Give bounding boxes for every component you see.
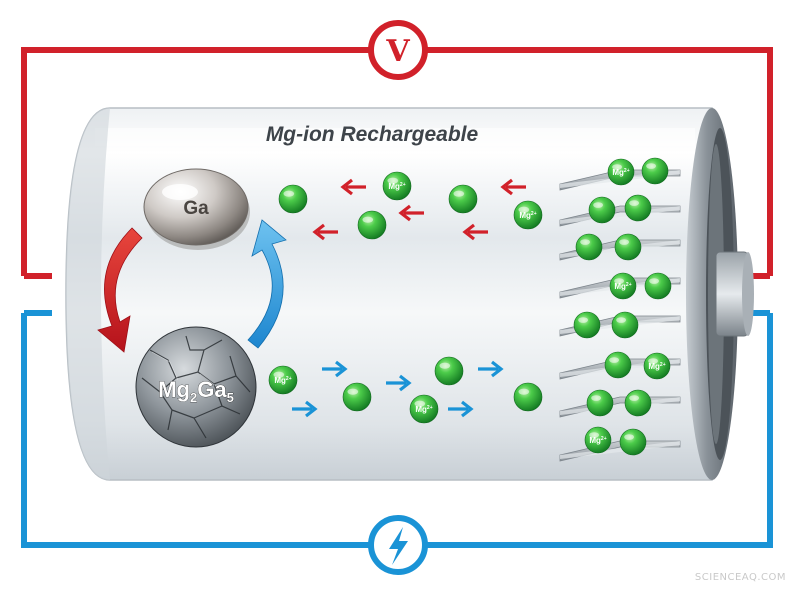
left-arrow-icon: [312, 223, 338, 241]
left-arrow-icon: [398, 204, 424, 222]
mg-ion: [278, 184, 308, 214]
mg-ion-labeled: Mg2+: [268, 365, 298, 395]
blue-flow-arrows: [292, 360, 504, 418]
voltmeter-symbol: V: [368, 20, 428, 80]
voltmeter-label: V: [385, 34, 410, 69]
right-arrow-icon: [448, 400, 474, 418]
mg-ion-labeled: Mg2+: [643, 352, 671, 380]
mg-ion: [604, 351, 632, 379]
mg-ion-labeled: Mg2+: [609, 272, 637, 300]
red-flow-arrows: [312, 178, 526, 241]
mg-ion: [573, 311, 601, 339]
mg-ion: [513, 382, 543, 412]
right-arrow-icon: [292, 400, 318, 418]
mg-ion-labeled: Mg2+: [382, 171, 412, 201]
gallium-label: Ga: [183, 198, 209, 219]
ion-charge: 2+: [660, 362, 666, 368]
mg-ion: [641, 157, 669, 185]
mg-ion: [619, 428, 647, 456]
ion-charge: 2+: [624, 168, 630, 174]
left-arrow-icon: [500, 178, 526, 196]
right-arrow-icon: [478, 360, 504, 378]
ion-label: Mg2+: [415, 405, 432, 414]
alloy-sphere: Mg2Ga5: [135, 326, 257, 448]
left-arrow-icon: [340, 178, 366, 196]
discharge-curved-arrow: [97, 227, 143, 353]
battery-terminal: [715, 251, 754, 337]
right-arrow-icon: [322, 360, 348, 378]
mg-ion: [575, 233, 603, 261]
ion-label: Mg2+: [589, 436, 606, 445]
ion-label: Mg2+: [648, 362, 665, 371]
ion-label: Mg2+: [612, 168, 629, 177]
mg-ion: [611, 311, 639, 339]
gallium-droplet: Ga: [143, 168, 250, 250]
battery-title: Mg-ion Rechargeable: [266, 123, 479, 146]
ion-label: Mg2+: [388, 182, 405, 191]
alloy-subscript-2: 5: [227, 390, 234, 405]
mg-ion-labeled: Mg2+: [513, 200, 543, 230]
lightning-bolt-icon: [368, 515, 428, 575]
mg-ion: [357, 210, 387, 240]
mg-ion: [624, 389, 652, 417]
mg-ion-labeled: Mg2+: [409, 394, 439, 424]
mg-ions: Mg2+ Mg2+ Mg2+ Mg2+ Mg2+ Mg2+ Mg2+ Mg2+: [268, 157, 672, 456]
mg-ion: [434, 356, 464, 386]
alloy-label-ga: Ga: [197, 377, 227, 402]
mg-ion: [448, 184, 478, 214]
svg-text:Mg2Ga5: Mg2Ga5: [158, 377, 234, 405]
mg-ion-labeled: Mg2+: [584, 426, 612, 454]
ion-charge: 2+: [626, 282, 632, 288]
mg-ion: [342, 382, 372, 412]
mg-ion: [624, 194, 652, 222]
mg-ion: [588, 196, 616, 224]
ion-label: Mg2+: [519, 211, 536, 220]
mg-ion-labeled: Mg2+: [607, 158, 635, 186]
ion-charge: 2+: [531, 211, 537, 217]
charge-curved-arrow: [247, 219, 287, 349]
right-arrow-icon: [386, 374, 412, 392]
ion-charge: 2+: [286, 376, 292, 382]
watermark: SCIENCEAQ.COM: [694, 572, 786, 583]
alloy-subscript-1: 2: [190, 390, 197, 405]
mg-ion: [644, 272, 672, 300]
ion-charge: 2+: [400, 182, 406, 188]
ion-charge: 2+: [601, 436, 607, 442]
alloy-label-mg: Mg: [158, 377, 190, 402]
mg-ion: [586, 389, 614, 417]
ion-label: Mg2+: [614, 282, 631, 291]
ion-charge: 2+: [427, 405, 433, 411]
left-arrow-icon: [462, 223, 488, 241]
ion-label: Mg2+: [274, 376, 291, 385]
mg-ion: [614, 233, 642, 261]
